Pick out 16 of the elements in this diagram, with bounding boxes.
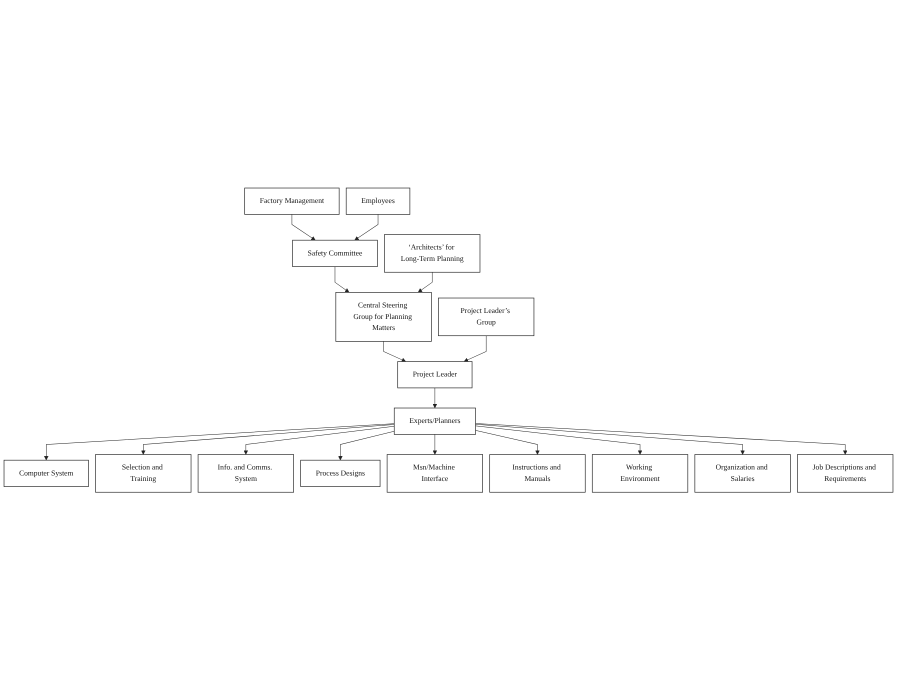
arrow — [475, 424, 848, 456]
arrow — [334, 266, 350, 293]
arrow — [383, 342, 406, 362]
arrow — [464, 336, 486, 362]
arrow — [432, 434, 438, 456]
arrow — [292, 214, 316, 241]
arrow — [475, 430, 540, 456]
arrow — [338, 431, 394, 461]
arrow — [141, 424, 394, 456]
arrow — [354, 214, 378, 241]
arrow — [418, 272, 432, 293]
arrow — [475, 426, 642, 456]
arrow — [244, 426, 394, 456]
arrow — [475, 424, 745, 456]
arrow — [432, 388, 438, 409]
arrow — [44, 424, 394, 461]
